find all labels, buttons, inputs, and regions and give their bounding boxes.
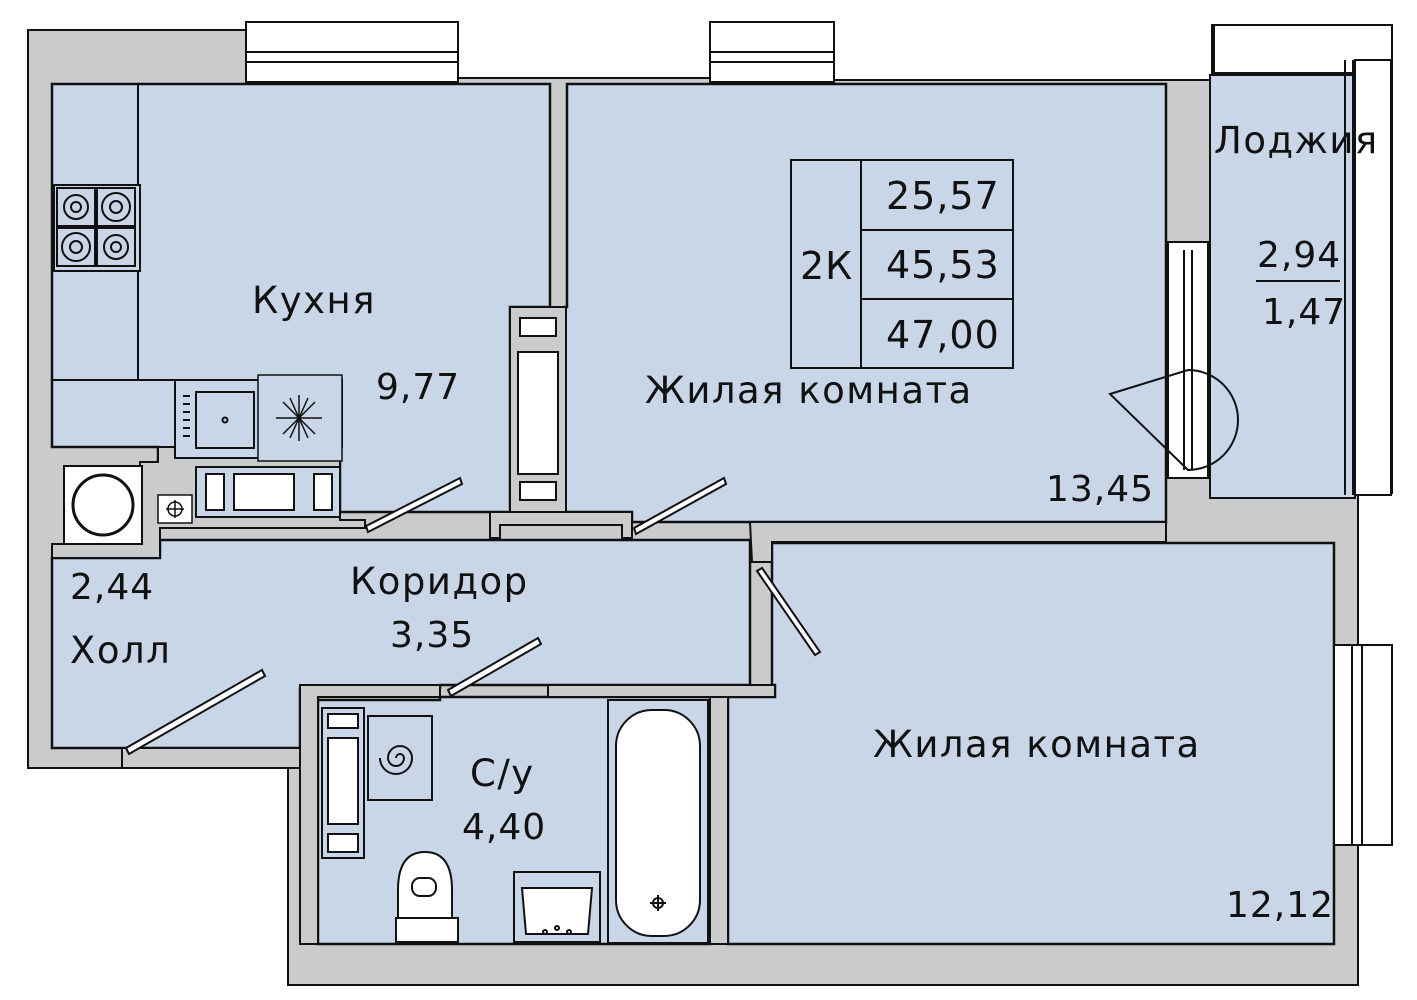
corridor-name: Коридор xyxy=(350,560,529,603)
bathroom-shelf xyxy=(321,707,365,859)
summary-box xyxy=(790,159,1014,369)
loggia-area-full: 2,94 xyxy=(1257,235,1342,276)
loggia-name: Лоджия xyxy=(1214,119,1379,162)
bathtub-icon xyxy=(607,699,709,944)
bathroom-area: 4,40 xyxy=(462,807,547,848)
living-room-1-area: 13,45 xyxy=(1046,469,1155,510)
summary-total-area: 45,53 xyxy=(886,243,1000,287)
living-room-1-floor xyxy=(563,82,1168,524)
meter-icon xyxy=(157,494,193,524)
bathroom-name: С/у xyxy=(470,752,535,795)
toilet-icon xyxy=(395,850,459,943)
washbasin-icon xyxy=(513,871,601,943)
summary-total-with-loggia: 47,00 xyxy=(886,313,1000,357)
summary-rooms-count: 2К xyxy=(800,244,854,288)
hall-area: 2,44 xyxy=(70,567,155,608)
kitchen-area: 9,77 xyxy=(376,367,461,408)
summary-living-area: 25,57 xyxy=(886,174,1000,218)
kitchen-name: Кухня xyxy=(252,279,377,322)
doors xyxy=(124,476,822,756)
living-room-2-name: Жилая комната xyxy=(873,723,1201,766)
window-living-2 xyxy=(1333,644,1393,846)
balcony-door xyxy=(1108,241,1239,479)
living-room-1-name: Жилая комната xyxy=(645,369,973,412)
hall-name: Холл xyxy=(70,629,172,672)
washing-machine-icon xyxy=(63,465,143,545)
window-living-1 xyxy=(709,21,835,83)
corridor-area: 3,35 xyxy=(390,615,475,656)
sink-icon xyxy=(174,379,261,459)
loggia-glazing xyxy=(1213,24,1393,496)
fan-icon xyxy=(257,374,343,462)
loggia-area-reduced: 1,47 xyxy=(1262,292,1347,333)
ventilation-shaft xyxy=(509,306,567,513)
living-room-2-area: 12,12 xyxy=(1226,885,1335,926)
stove-icon xyxy=(53,184,141,272)
kitchen-cabinet xyxy=(195,466,341,518)
window-kitchen xyxy=(245,21,459,83)
loggia-floor xyxy=(1209,74,1356,499)
boiler-icon xyxy=(367,715,433,801)
